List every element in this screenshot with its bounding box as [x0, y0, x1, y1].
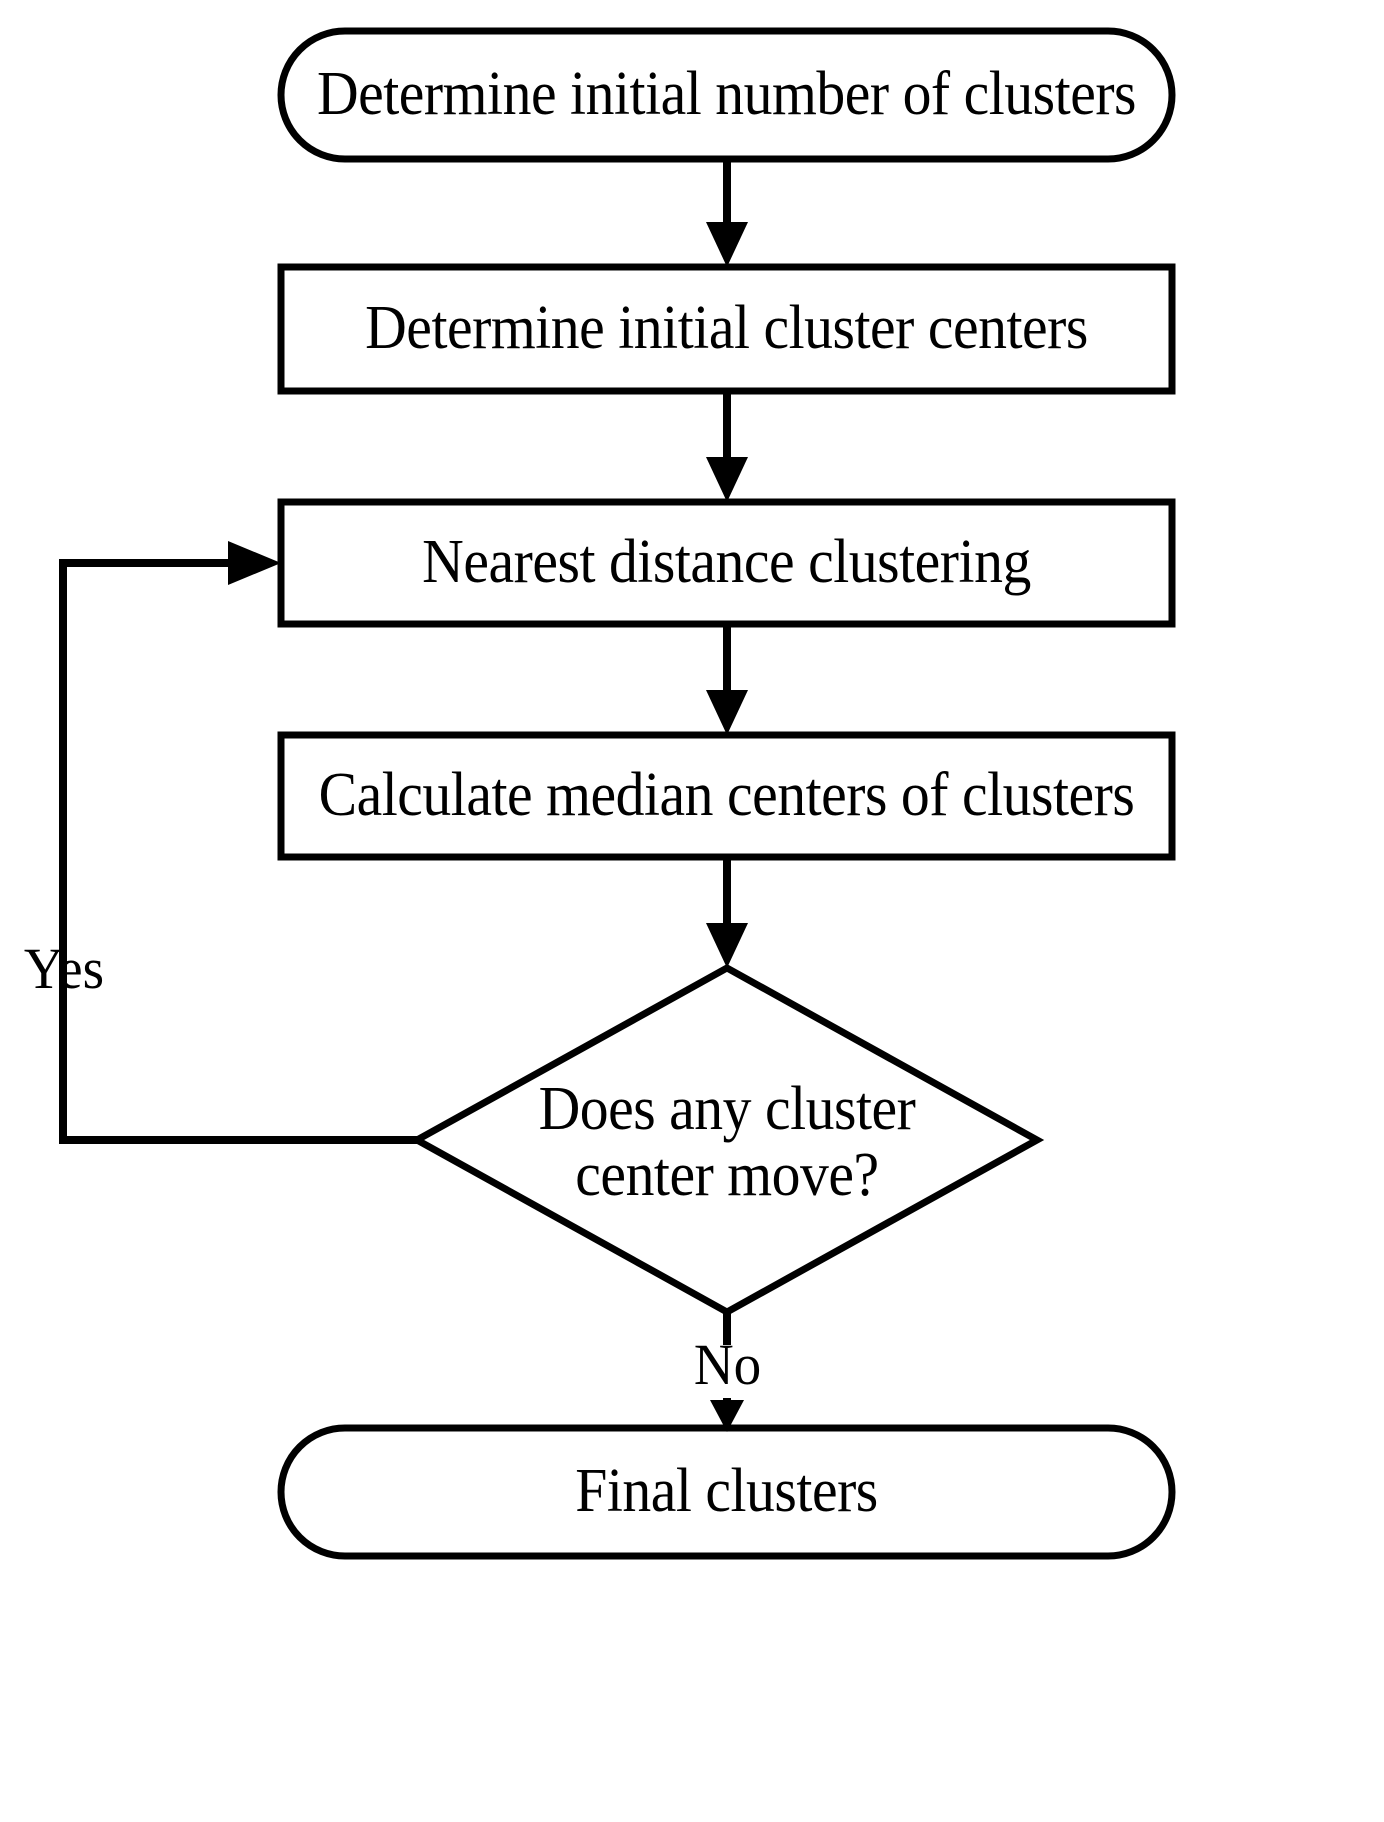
arrowhead-decision-yes-loopback: [228, 541, 281, 585]
connector-decision-yes-loopback: [59, 559, 417, 1144]
node-shape-end[interactable]: [277, 1424, 1176, 1560]
node-shape-nearest-distance[interactable]: [277, 498, 1176, 628]
arrowhead-nearest-distance-to-median-centers: [706, 690, 748, 735]
node-shape-init-centers[interactable]: [277, 263, 1176, 395]
node-shape-decision[interactable]: [409, 963, 1045, 1317]
edge-label-yes: Yes: [23, 936, 105, 1001]
arrowhead-median-centers-to-decision: [706, 923, 748, 968]
edge-label-no: No: [693, 1332, 762, 1397]
arrowhead-init-centers-to-nearest-distance: [706, 457, 748, 502]
arrowhead-decision-no-to-end: [710, 1400, 744, 1432]
arrowhead-start-to-init-centers: [706, 222, 748, 267]
node-shape-median-centers[interactable]: [277, 731, 1176, 861]
node-shape-start[interactable]: [277, 27, 1176, 163]
